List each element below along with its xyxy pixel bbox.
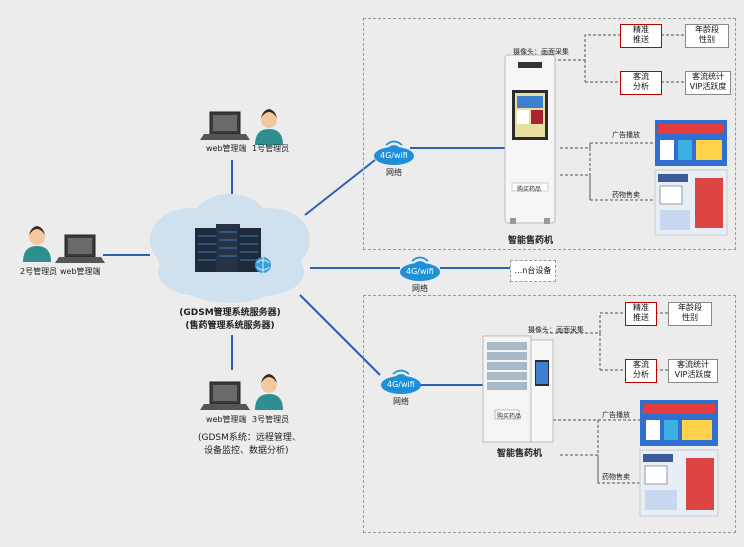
group1-traffic-stats-l2: VIP活跃度 bbox=[689, 82, 727, 91]
group1-connectors bbox=[543, 34, 685, 201]
group2-traffic-stats-l1: 客流统计 bbox=[677, 360, 709, 369]
device-group-frame-1 bbox=[363, 18, 736, 250]
group1-traffic-stats-box: 客流统计 VIP活跃度 bbox=[685, 71, 731, 95]
net-top-label: 网络 bbox=[386, 168, 402, 177]
group2-age-gender-l2: 性别 bbox=[682, 313, 698, 322]
group1-precise-push-box: 精准 推送 bbox=[620, 24, 662, 48]
admin2-pc-label: web管理端 bbox=[60, 267, 101, 276]
group2-screen-button: 购买药品 bbox=[497, 413, 522, 420]
admin1-person-label: 1号管理员 bbox=[252, 144, 290, 153]
group1-screen-button: 购买药品 bbox=[517, 186, 542, 193]
admin-person-icon bbox=[255, 109, 283, 145]
group2-camera-label: 摄像头：画面采集 bbox=[528, 326, 584, 334]
n-devices-label: ...n台设备 bbox=[514, 266, 552, 275]
group1-camera-label: 摄像头：画面采集 bbox=[513, 48, 569, 56]
group1-traffic-l2: 分析 bbox=[633, 82, 649, 91]
net-mid-badge: 4G/wifi bbox=[406, 267, 434, 276]
ad-poster-2 bbox=[640, 400, 718, 446]
device-group-frame-2 bbox=[363, 295, 736, 533]
ad-poster-1 bbox=[655, 120, 727, 166]
laptop-icon bbox=[200, 111, 250, 140]
wifi-cloud-icon bbox=[374, 140, 414, 165]
group1-traffic-l1: 客流 bbox=[633, 72, 649, 81]
vending-machine-1 bbox=[504, 54, 556, 224]
group2-traffic-l1: 客流 bbox=[633, 360, 649, 369]
group2-precise-push-l2: 推送 bbox=[633, 313, 649, 322]
group1-age-gender-l1: 年龄段 bbox=[695, 25, 719, 34]
server-label-1: (GDSM管理系统服务器) bbox=[179, 308, 281, 318]
group2-traffic-stats-l2: VIP活跃度 bbox=[674, 370, 712, 379]
group1-drug-label: 药物售卖 bbox=[612, 191, 640, 199]
laptop-icon bbox=[55, 234, 105, 263]
group1-age-gender-l2: 性别 bbox=[699, 35, 715, 44]
group2-traffic-box: 客流 分析 bbox=[625, 359, 657, 383]
laptop-icon bbox=[200, 381, 250, 410]
group1-precise-push-l2: 推送 bbox=[633, 35, 649, 44]
admin2-person-label: 2号管理员 bbox=[20, 267, 58, 276]
admin3-person-label: 3号管理员 bbox=[252, 415, 290, 424]
group2-connectors bbox=[545, 312, 668, 484]
group1-traffic-stats-l1: 客流统计 bbox=[692, 72, 724, 81]
group1-ad-label: 广告播放 bbox=[612, 131, 640, 139]
group2-machine-label: 智能售药机 bbox=[497, 449, 543, 459]
net-top-badge: 4G/wifi bbox=[380, 151, 408, 160]
server-icon bbox=[195, 224, 271, 273]
drug-poster-1 bbox=[654, 169, 728, 236]
drug-poster-2 bbox=[639, 449, 719, 517]
admin-person-icon bbox=[255, 374, 283, 410]
net-bot-label: 网络 bbox=[393, 397, 409, 406]
admin3-note-2: 设备监控、数据分析) bbox=[204, 446, 289, 456]
net-mid-label: 网络 bbox=[412, 284, 428, 293]
wifi-cloud-icon bbox=[400, 256, 440, 281]
wifi-cloud-icon bbox=[381, 369, 421, 394]
group2-precise-push-box: 精准 推送 bbox=[625, 302, 657, 326]
group2-ad-label: 广告播放 bbox=[602, 411, 630, 419]
admin-person-icon bbox=[23, 226, 51, 262]
group1-age-gender-box: 年龄段 性别 bbox=[685, 24, 729, 48]
group2-traffic-l2: 分析 bbox=[633, 370, 649, 379]
link-cloud-net-bot bbox=[299, 294, 381, 376]
group2-drug-label: 药物售卖 bbox=[602, 473, 630, 481]
server-label-2: (售药管理系统服务器) bbox=[185, 321, 275, 331]
group1-precise-push-l1: 精准 bbox=[633, 25, 649, 34]
group2-traffic-stats-box: 客流统计 VIP活跃度 bbox=[668, 359, 718, 383]
group1-machine-label: 智能售药机 bbox=[508, 236, 554, 246]
group2-age-gender-l1: 年龄段 bbox=[678, 303, 702, 312]
admin3-note-1: (GDSM系统：远程管理、 bbox=[198, 433, 301, 443]
net-bot-badge: 4G/wifi bbox=[387, 380, 415, 389]
group2-age-gender-box: 年龄段 性别 bbox=[668, 302, 712, 326]
n-devices-box: ...n台设备 bbox=[510, 260, 556, 282]
vending-machine-2 bbox=[482, 335, 554, 443]
admin3-pc-label: web管理端 bbox=[206, 415, 247, 424]
admin1-pc-label: web管理端 bbox=[206, 144, 247, 153]
group1-traffic-box: 客流 分析 bbox=[620, 71, 662, 95]
group2-precise-push-l1: 精准 bbox=[633, 303, 649, 312]
